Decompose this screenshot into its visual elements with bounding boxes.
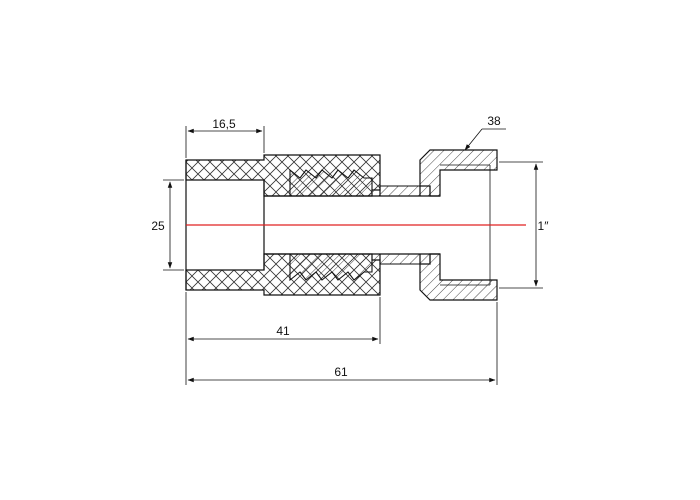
dim-socket-length: 16,5 [185,117,265,158]
nut-upper [419,149,498,197]
dim-overall-length-label: 61 [334,365,348,379]
dim-overall-length: 61 [185,302,498,385]
dim-thread-size-label: 1″ [538,219,550,233]
dim-body-length-label: 41 [276,324,290,338]
dim-pipe-diameter-label: 25 [151,219,165,233]
dim-pipe-diameter: 25 [151,179,184,271]
dim-thread-size: 1″ [499,161,550,289]
dim-nut-size: 38 [464,114,506,151]
insert-neck-lower [379,253,421,265]
dim-nut-size-label: 38 [487,114,501,128]
nut-lower [419,253,498,301]
dim-socket-length-label: 16,5 [212,117,236,131]
insert-neck-upper [379,185,421,197]
dim-body-length: 41 [185,292,381,344]
